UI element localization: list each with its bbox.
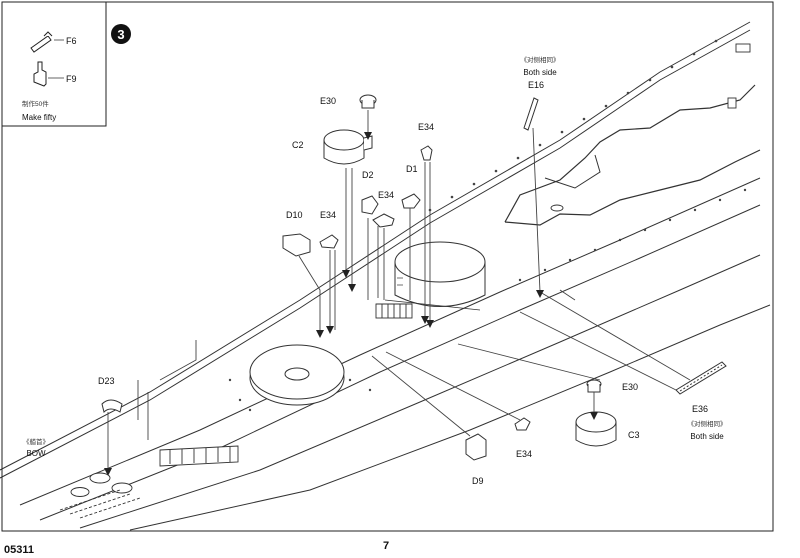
- label-d9: D9: [472, 476, 484, 486]
- label-c3: C3: [628, 430, 640, 440]
- bow-gun-mounts: [59, 472, 141, 519]
- d9-part: [465, 433, 487, 461]
- e34-part-b: [372, 213, 395, 228]
- both-side-bottom-cjk: 《对侧相同》: [688, 419, 727, 428]
- deck-railings: [159, 303, 413, 467]
- barbette-mid-ticks: [397, 277, 403, 286]
- e34-part-d: [514, 417, 531, 431]
- barbette-mid: [384, 241, 486, 311]
- label-e34-c: E34: [320, 210, 336, 220]
- both-side-top-en: Both side: [523, 68, 557, 77]
- inset-label-f6: F6: [66, 36, 77, 46]
- deck-fittings: [550, 43, 751, 212]
- label-d23: D23: [98, 376, 115, 386]
- inset-qty-cjk: 制作50件: [22, 99, 49, 108]
- label-d2: D2: [362, 170, 374, 180]
- step-badge: 3: [111, 24, 131, 44]
- svg-text:3: 3: [117, 27, 124, 42]
- bow-cjk: 《艏首》: [23, 437, 49, 446]
- barbette-fore: [249, 344, 345, 406]
- both-side-bottom-en: Both side: [690, 432, 724, 441]
- label-e30-right: E30: [622, 382, 638, 392]
- page-border: [1, 1, 774, 532]
- placement-lines: [107, 110, 691, 470]
- label-e34-d: E34: [516, 449, 532, 459]
- d2-part: [361, 195, 379, 215]
- d23-part: [101, 399, 123, 413]
- e34-part-c: [319, 234, 339, 249]
- inset-label-f9: F9: [66, 74, 77, 84]
- f6-part-icon: [30, 31, 64, 53]
- label-e30-top: E30: [320, 96, 336, 106]
- e30-top-part: [359, 94, 377, 109]
- label-e16: E16: [528, 80, 544, 90]
- f9-part-icon: [33, 61, 64, 87]
- both-side-top-cjk: 《对侧相同》: [521, 55, 560, 64]
- label-e36: E36: [692, 404, 708, 414]
- footer-page-number: 7: [383, 540, 389, 552]
- e16-part: [523, 97, 539, 131]
- label-c2: C2: [292, 140, 304, 150]
- label-e34-b: E34: [378, 190, 394, 200]
- inset-qty-en: Make fifty: [22, 113, 56, 122]
- d10-part: [282, 233, 311, 257]
- c2-part: [323, 129, 373, 165]
- e36-part: [675, 361, 727, 395]
- d1-part: [401, 193, 421, 209]
- footer-code: 05311: [4, 544, 34, 556]
- e34-part-a: [420, 145, 433, 161]
- bow-en: BOW: [26, 449, 46, 458]
- c3-part: [575, 411, 617, 447]
- e30-right-part: [586, 379, 602, 393]
- placement-arrows: [104, 132, 598, 476]
- label-e34-a: E34: [418, 122, 434, 132]
- ship-hull-outline: [0, 21, 771, 531]
- label-d1: D1: [406, 164, 418, 174]
- label-d10: D10: [286, 210, 303, 220]
- inset-box: [1, 1, 107, 127]
